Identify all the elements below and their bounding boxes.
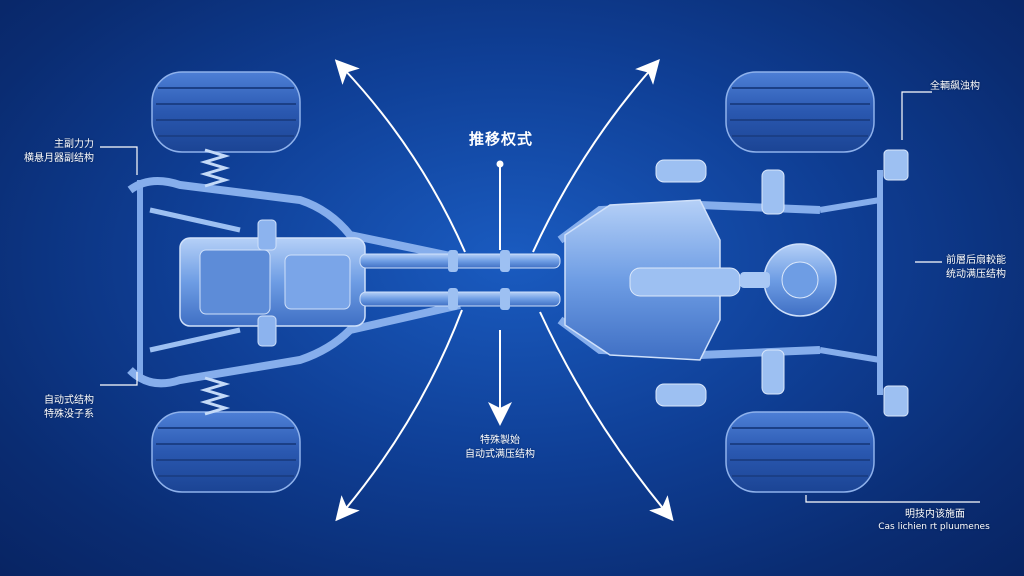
left-coil-spring bbox=[199, 148, 231, 416]
transmission-housing bbox=[564, 199, 741, 361]
arrow-upper-left bbox=[334, 59, 466, 253]
front-right-tire bbox=[725, 71, 875, 153]
diagram-title: 推移权式 bbox=[468, 130, 533, 148]
drive-shaft-upper bbox=[359, 250, 561, 272]
label-center-line1: 特殊製始 bbox=[480, 435, 520, 446]
leader-lines bbox=[100, 91, 980, 503]
rear-shock-absorbers bbox=[655, 149, 909, 417]
label-bottom-right-line1: 明技内该施面 bbox=[905, 509, 965, 520]
arrow-lower-left bbox=[335, 309, 463, 522]
label-bottom-left-line1: 自动式结构 bbox=[44, 395, 94, 406]
label-bottom-left-line2: 特殊没子系 bbox=[44, 409, 94, 420]
label-mid-right-line2: 统动满压结构 bbox=[946, 269, 1006, 280]
rear-right-tire bbox=[725, 411, 875, 493]
rear-differential bbox=[740, 243, 837, 317]
arrow-lower-right bbox=[539, 311, 674, 522]
front-differential bbox=[179, 237, 366, 327]
front-left-tire bbox=[151, 71, 301, 153]
label-top-left-line2: 横悬月器副结构 bbox=[24, 153, 94, 164]
arrows bbox=[334, 58, 674, 522]
drive-shaft-lower bbox=[359, 288, 561, 310]
label-center-line2: 自动式满压结构 bbox=[465, 449, 535, 460]
arrow-upper-right bbox=[532, 58, 660, 253]
label-top-right: 全輌飙浊构 bbox=[930, 81, 980, 92]
label-top-left-line1: 主副力力 bbox=[54, 139, 94, 150]
center-pointer-dot bbox=[496, 160, 504, 168]
left-suspension-assembly bbox=[127, 177, 461, 388]
label-bottom-right-line2: Cas lichien rt pluumenes bbox=[878, 522, 990, 532]
left-cv-joints bbox=[257, 219, 277, 347]
label-mid-right-line1: 前層后扇較能 bbox=[946, 255, 1006, 266]
rear-left-tire bbox=[151, 411, 301, 493]
